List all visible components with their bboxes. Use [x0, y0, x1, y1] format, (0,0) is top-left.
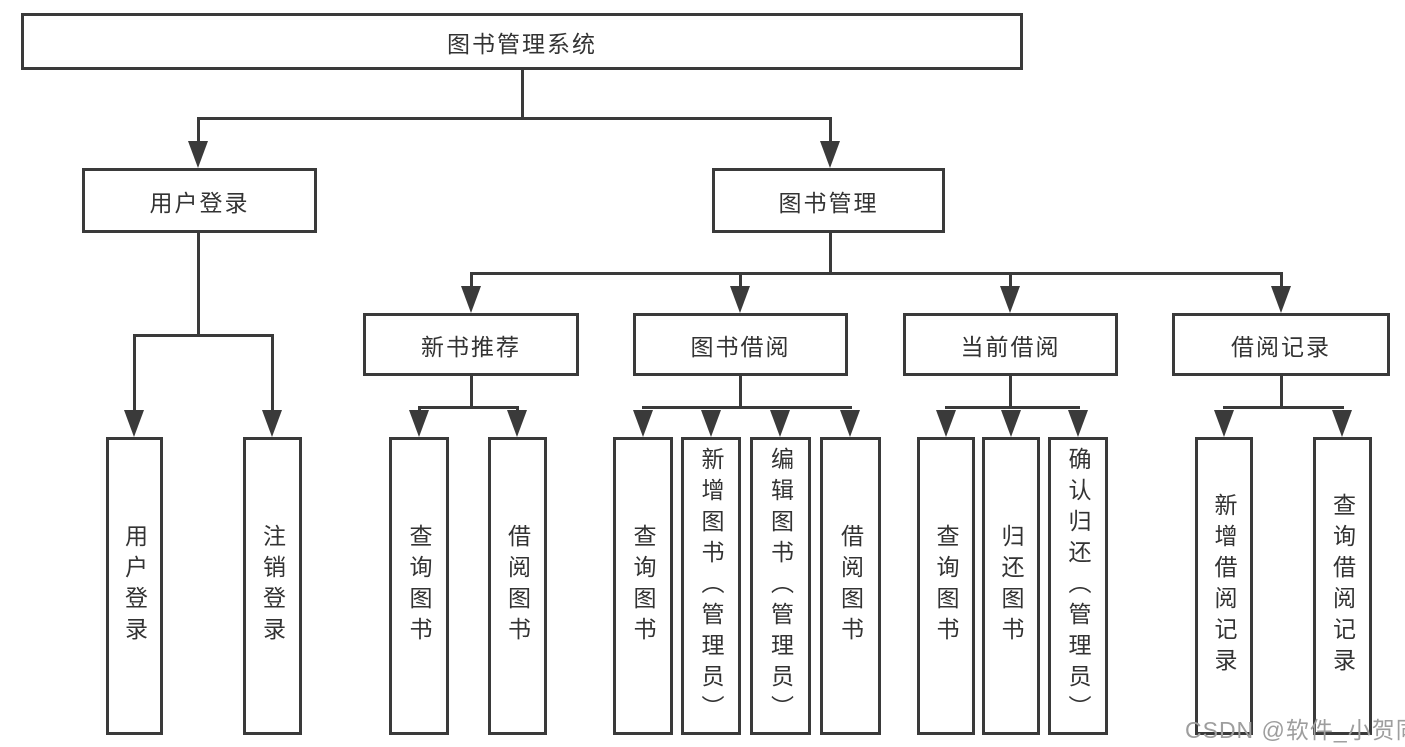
- connector-line: [515, 406, 519, 413]
- arrow-down-icon: [188, 141, 208, 168]
- arrow-down-icon: [633, 410, 653, 437]
- connector-line: [739, 376, 742, 409]
- leaf-borrow-books-recommend: 借阅图书: [488, 437, 547, 735]
- csdn-watermark: CSDN @软件_小贺同学: [1185, 717, 1405, 743]
- connector-line: [196, 233, 200, 337]
- connector-line: [196, 117, 200, 143]
- connector-line: [469, 376, 473, 409]
- arrow-down-icon: [409, 410, 429, 437]
- node-library-management-system: 图书管理系统: [21, 13, 1023, 70]
- connector-line: [520, 69, 524, 119]
- leaf-confirm-return-admin: 确认归还（管理员）: [1048, 437, 1108, 735]
- connector-line: [828, 233, 832, 275]
- leaf-add-books-admin: 新增图书（管理员）: [681, 437, 741, 735]
- leaf-query-borrow-record: 查询借阅记录: [1313, 437, 1372, 735]
- arrow-down-icon: [1271, 286, 1291, 313]
- node-book-management: 图书管理: [712, 168, 945, 233]
- arrow-down-icon: [770, 410, 790, 437]
- connector-line: [417, 406, 421, 413]
- connector-line: [196, 117, 832, 120]
- connector-line: [828, 117, 832, 143]
- connector-line: [469, 272, 1283, 275]
- arrow-down-icon: [1214, 410, 1234, 437]
- connector-line: [417, 406, 519, 409]
- leaf-logout: 注销登录: [243, 437, 302, 735]
- arrow-down-icon: [936, 410, 956, 437]
- arrow-down-icon: [820, 141, 840, 168]
- leaf-edit-books-admin: 编辑图书（管理员）: [750, 437, 811, 735]
- connector-line: [133, 334, 274, 337]
- node-user-login: 用户登录: [82, 168, 317, 233]
- arrow-down-icon: [1068, 410, 1088, 437]
- node-current-borrowing: 当前借阅: [903, 313, 1118, 376]
- connector-line: [1279, 272, 1283, 288]
- connector-line: [271, 334, 274, 412]
- leaf-user-login: 用户登录: [106, 437, 163, 735]
- arrow-down-icon: [701, 410, 721, 437]
- connector-line: [641, 406, 852, 409]
- connector-line: [133, 334, 136, 412]
- leaf-query-books-borrowing: 查询图书: [613, 437, 673, 735]
- arrow-down-icon: [1001, 410, 1021, 437]
- connector-line: [1009, 376, 1012, 409]
- leaf-borrow-books: 借阅图书: [820, 437, 881, 735]
- leaf-query-books-recommend: 查询图书: [389, 437, 449, 735]
- connector-line: [1009, 272, 1012, 288]
- connector-line: [1222, 406, 1344, 409]
- connector-line: [944, 406, 1080, 409]
- arrow-down-icon: [507, 410, 527, 437]
- leaf-query-books-current: 查询图书: [917, 437, 975, 735]
- node-borrowing-records: 借阅记录: [1172, 313, 1390, 376]
- node-book-borrowing: 图书借阅: [633, 313, 848, 376]
- arrow-down-icon: [1332, 410, 1352, 437]
- leaf-return-books: 归还图书: [982, 437, 1040, 735]
- node-new-book-recommendation: 新书推荐: [363, 313, 579, 376]
- connector-line: [469, 272, 473, 288]
- connector-line: [1279, 376, 1283, 409]
- arrow-down-icon: [840, 410, 860, 437]
- connector-line: [739, 272, 742, 288]
- leaf-add-borrow-record: 新增借阅记录: [1195, 437, 1253, 735]
- arrow-down-icon: [262, 410, 282, 437]
- arrow-down-icon: [124, 410, 144, 437]
- arrow-down-icon: [730, 286, 750, 313]
- arrow-down-icon: [461, 286, 481, 313]
- arrow-down-icon: [1000, 286, 1020, 313]
